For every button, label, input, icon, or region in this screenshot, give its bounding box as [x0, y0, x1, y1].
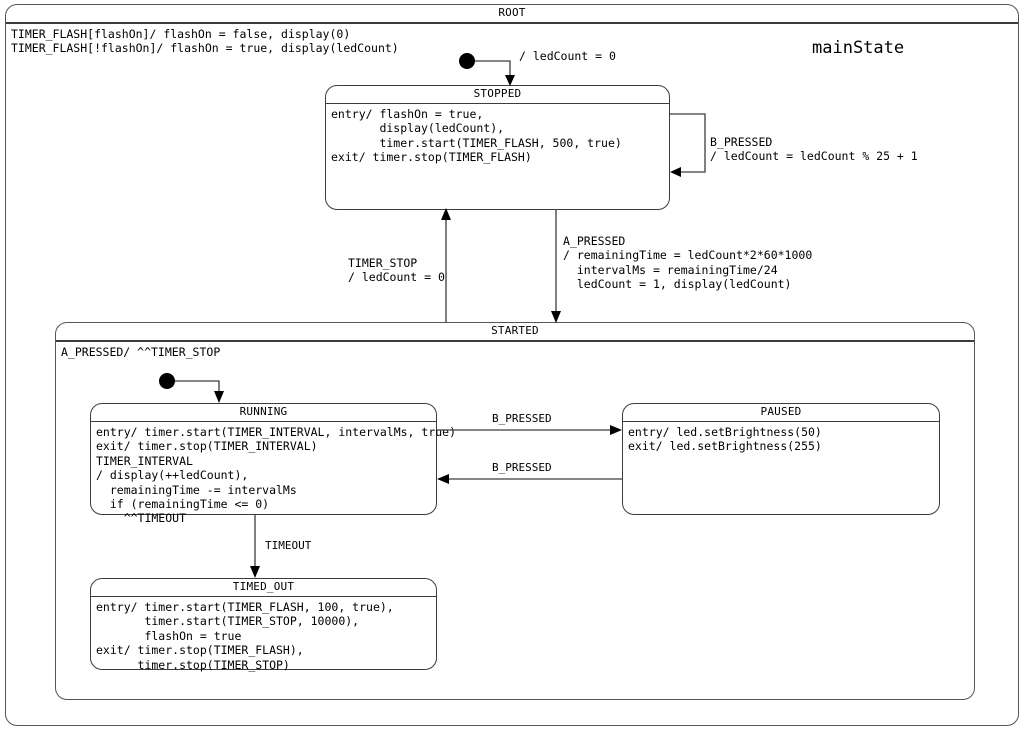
transition-label-init-root: / ledCount = 0: [519, 49, 616, 63]
state-root-internal-transitions: TIMER_FLASH[flashOn]/ flashOn = false, d…: [11, 27, 399, 56]
state-running-body: entry/ timer.start(TIMER_INTERVAL, inter…: [96, 425, 457, 526]
transition-label-running-to-paused: B_PRESSED: [492, 412, 552, 425]
state-stopped-body: entry/ flashOn = true, display(ledCount)…: [331, 107, 622, 165]
state-timed-out-body: entry/ timer.start(TIMER_FLASH, 100, tru…: [96, 600, 394, 672]
main-state-caption: mainState: [812, 38, 905, 58]
transition-label-running-to-timed-out: TIMEOUT: [265, 539, 312, 552]
state-started-title: STARTED: [56, 323, 974, 342]
state-root-title: ROOT: [6, 5, 1018, 24]
transition-label-paused-to-running: B_PRESSED: [492, 461, 552, 474]
transition-label-stopped-to-started: A_PRESSED / remainingTime = ledCount*2*6…: [563, 234, 813, 292]
state-started-internal-transitions: A_PRESSED/ ^^TIMER_STOP: [61, 345, 221, 359]
state-stopped[interactable]: STOPPED entry/ flashOn = true, display(l…: [325, 85, 670, 210]
state-stopped-title: STOPPED: [326, 86, 669, 104]
state-timed-out-title: TIMED_OUT: [91, 579, 436, 597]
state-timed-out[interactable]: TIMED_OUT entry/ timer.start(TIMER_FLASH…: [90, 578, 437, 672]
state-running-title: RUNNING: [91, 404, 436, 422]
transition-label-stopped-self: B_PRESSED / ledCount = ledCount % 25 + 1: [710, 135, 918, 164]
state-paused-title: PAUSED: [623, 404, 939, 422]
state-paused-body: entry/ led.setBrightness(50) exit/ led.s…: [628, 425, 822, 454]
state-running[interactable]: RUNNING entry/ timer.start(TIMER_INTERVA…: [90, 403, 456, 525]
transition-label-started-to-stopped: TIMER_STOP / ledCount = 0: [348, 256, 445, 285]
state-paused[interactable]: PAUSED entry/ led.setBrightness(50) exit…: [622, 403, 940, 515]
